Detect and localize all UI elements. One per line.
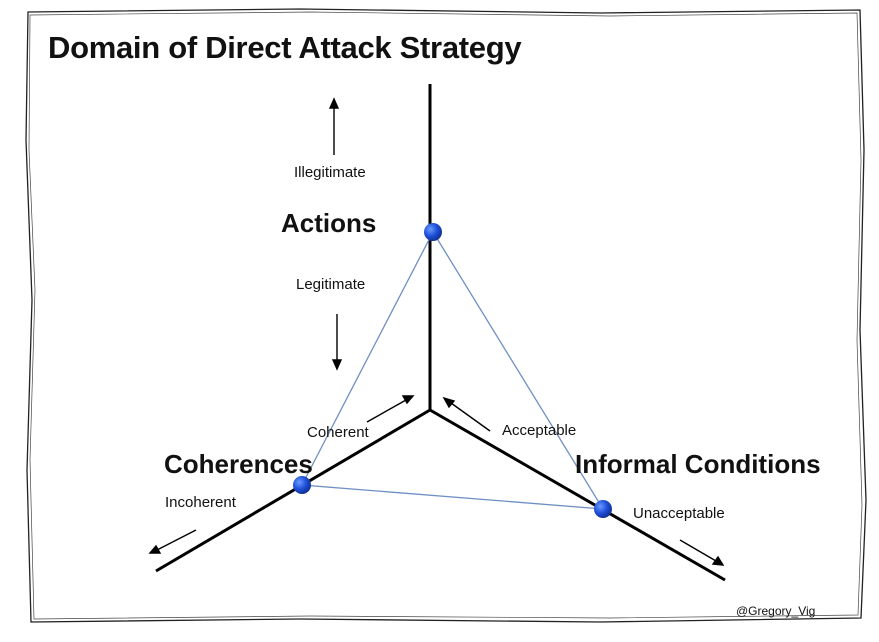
- coherent-label: Coherent: [307, 424, 369, 441]
- legitimate-label: Legitimate: [296, 276, 366, 293]
- sketch-border-inner: [28, 11, 863, 620]
- actions-point: [424, 223, 442, 241]
- coherences-label: Coherences: [164, 449, 313, 479]
- unacceptable-label: Unacceptable: [633, 505, 725, 522]
- incoherent-arrow: [156, 529, 197, 551]
- illegitimate-label: Illegitimate: [294, 164, 366, 181]
- coherences-point: [293, 476, 311, 494]
- informal-conditions-axis: [429, 408, 726, 582]
- coherent-arrow: [366, 399, 407, 423]
- author-credit: @Gregory_Vig: [736, 604, 816, 618]
- illegitimate-arrow-head: [328, 97, 340, 109]
- unacceptable-arrow-head: [711, 555, 725, 566]
- unacceptable-arrow: [679, 539, 717, 562]
- incoherent-arrow-head: [148, 544, 162, 554]
- actions-label: Actions: [281, 208, 377, 238]
- diagram-title: Domain of Direct Attack Strategy: [48, 30, 522, 65]
- acceptable-arrow: [450, 402, 491, 432]
- acceptable-label: Acceptable: [502, 422, 577, 439]
- informal-conditions-label: Informal Conditions: [575, 449, 821, 479]
- legitimate-arrow-head: [331, 359, 343, 371]
- coherences-axis: [155, 408, 431, 573]
- incoherent-label: Incoherent: [165, 494, 236, 511]
- informal-conditions-point: [594, 500, 612, 518]
- strategy-triangle: [300, 230, 605, 510]
- sketch-border: [25, 8, 867, 623]
- coherent-arrow-head: [401, 395, 415, 405]
- acceptable-arrow-head: [442, 396, 456, 409]
